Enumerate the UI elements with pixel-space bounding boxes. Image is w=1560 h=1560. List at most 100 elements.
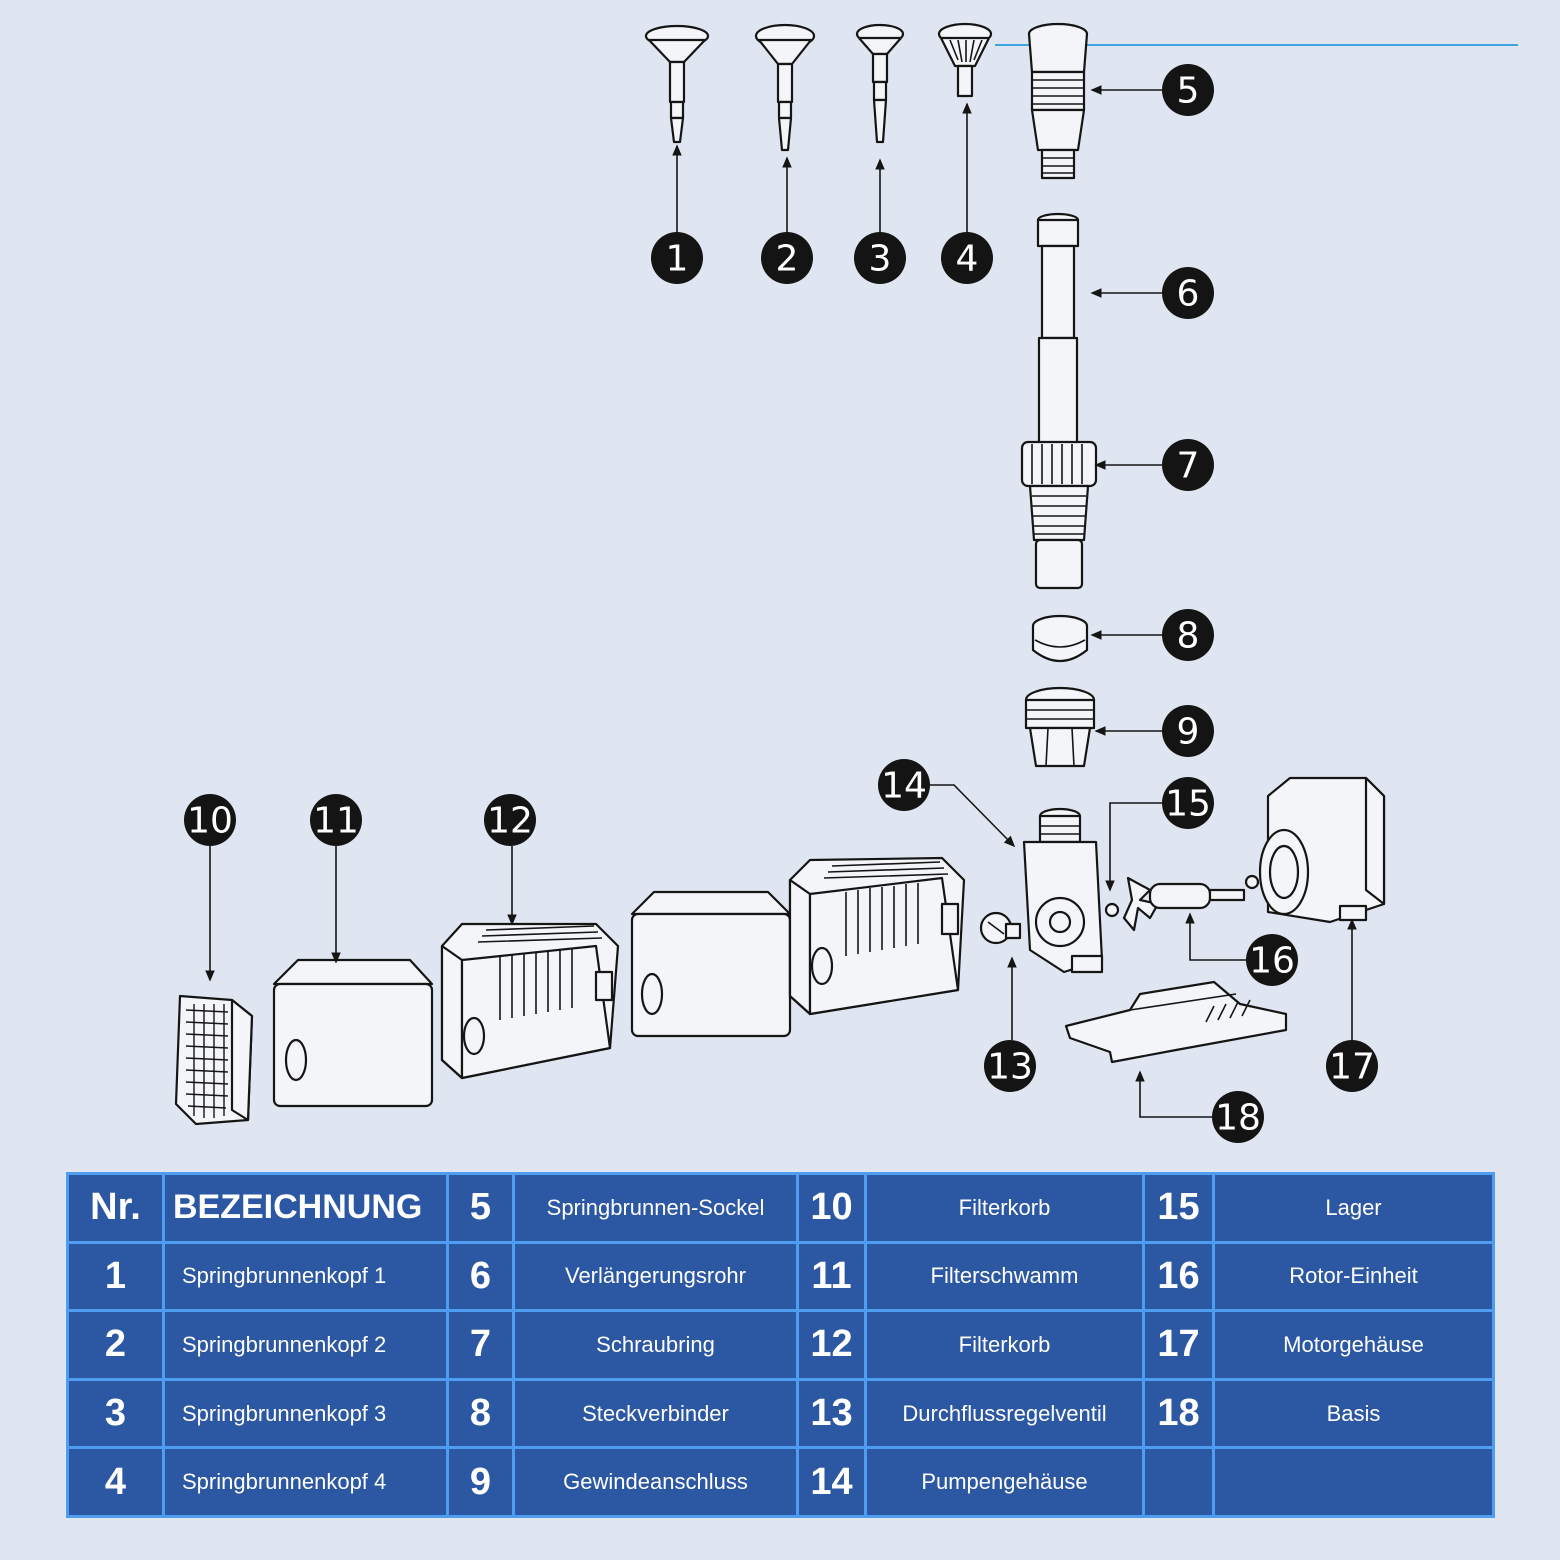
callout-16-label: 16 (1249, 941, 1295, 982)
callout-9: 9 (1162, 705, 1214, 757)
part-number: 18 (1142, 1377, 1215, 1450)
part-number: 7 (446, 1309, 515, 1381)
part-name: Durchflussregelventil (864, 1377, 1145, 1450)
callout-12: 12 (484, 794, 536, 846)
part-16-rotor-unit (1104, 874, 1260, 932)
callout-3-label: 3 (869, 239, 892, 280)
part-number: 6 (446, 1240, 515, 1313)
callout-8: 8 (1162, 609, 1214, 661)
table-row: 2 Springbrunnenkopf 2 7 Schraubring 12 F… (66, 1309, 1495, 1381)
table-row: 1 Springbrunnenkopf 1 6 Verlängerungsroh… (66, 1240, 1495, 1313)
part-5-fountain-socket (1027, 22, 1089, 180)
table-row: 4 Springbrunnenkopf 4 9 Gewindeanschluss… (66, 1446, 1495, 1518)
part-number: 17 (1142, 1309, 1215, 1381)
callout-13: 13 (984, 1040, 1036, 1092)
part-name: Springbrunnenkopf 4 (162, 1446, 449, 1518)
part-number: 3 (66, 1377, 165, 1450)
callout-14-label: 14 (881, 766, 927, 807)
part-name: Gewindeanschluss (512, 1446, 799, 1518)
part-name (1212, 1446, 1495, 1518)
callout-15-label: 15 (1165, 784, 1211, 825)
part-name: Basis (1212, 1377, 1495, 1450)
part-number: 8 (446, 1377, 515, 1450)
callout-5: 5 (1162, 64, 1214, 116)
callout-18-label: 18 (1215, 1098, 1261, 1139)
part-name: Verlängerungsrohr (512, 1240, 799, 1313)
part-10-filter-basket (174, 994, 254, 1126)
callout-16: 16 (1246, 934, 1298, 986)
part-name: Springbrunnenkopf 1 (162, 1240, 449, 1313)
filter-basket-assembled (788, 856, 966, 1016)
part-name: Lager (1212, 1172, 1495, 1244)
part-13-flow-valve (979, 911, 1022, 945)
part-number: 13 (796, 1377, 867, 1450)
callout-4-label: 4 (956, 239, 979, 280)
part-number: 1 (66, 1240, 165, 1313)
exploded-pump-diagram: 1 2 3 4 5 6 7 8 9 10 11 12 13 14 15 16 1… (174, 22, 1518, 1143)
part-name: Motorgehäuse (1212, 1309, 1495, 1381)
part-number (1142, 1446, 1215, 1518)
part-name: Schraubring (512, 1309, 799, 1381)
callout-6-label: 6 (1177, 274, 1200, 315)
part-11-filter-sponge (272, 958, 434, 1108)
part-14-pump-housing (1022, 807, 1104, 974)
part-number: 9 (446, 1446, 515, 1518)
part-name: Pumpengehäuse (864, 1446, 1145, 1518)
table-row: 3 Springbrunnenkopf 3 8 Steckverbinder 1… (66, 1377, 1495, 1450)
callout-11: 11 (310, 794, 362, 846)
callout-15: 15 (1162, 777, 1214, 829)
part-name: Filterkorb (864, 1309, 1145, 1381)
part-6-extension-pipe (1036, 212, 1080, 448)
callout-8-label: 8 (1177, 616, 1200, 657)
fountain-head-2 (754, 23, 816, 152)
callout-13-label: 13 (987, 1047, 1033, 1088)
callout-2-label: 2 (776, 239, 799, 280)
part-number: 5 (446, 1172, 515, 1244)
part-17-motor-housing (1258, 776, 1386, 924)
part-number: 15 (1142, 1172, 1215, 1244)
part-name: Springbrunnen-Sockel (512, 1172, 799, 1244)
part-12-filter-basket (440, 922, 620, 1080)
callout-1-label: 1 (666, 239, 689, 280)
callout-5-label: 5 (1177, 71, 1200, 112)
callout-10: 10 (184, 794, 236, 846)
part-number: 14 (796, 1446, 867, 1518)
part-number: 2 (66, 1309, 165, 1381)
parts-table: Nr. BEZEICHNUNG 5 Springbrunnen-Sockel 1… (66, 1172, 1495, 1518)
table-row: Nr. BEZEICHNUNG 5 Springbrunnen-Sockel 1… (66, 1172, 1495, 1244)
callout-12-label: 12 (487, 801, 533, 842)
part-name: Rotor-Einheit (1212, 1240, 1495, 1313)
part-number: 4 (66, 1446, 165, 1518)
part-name: Filterkorb (864, 1172, 1145, 1244)
leader-lines (205, 85, 1357, 1118)
callout-3: 3 (854, 232, 906, 284)
part-name: Steckverbinder (512, 1377, 799, 1450)
part-number: 10 (796, 1172, 867, 1244)
part-7-screw-ring (1020, 440, 1098, 590)
callout-1: 1 (651, 232, 703, 284)
callout-14: 14 (878, 759, 930, 811)
part-number: 12 (796, 1309, 867, 1381)
part-8-plug-connector (1031, 614, 1089, 662)
part-number: 11 (796, 1240, 867, 1313)
part-name: Filterschwamm (864, 1240, 1145, 1313)
callout-4: 4 (941, 232, 993, 284)
callout-6: 6 (1162, 267, 1214, 319)
part-number: 16 (1142, 1240, 1215, 1313)
callout-9-label: 9 (1177, 712, 1200, 753)
callout-17-label: 17 (1329, 1047, 1375, 1088)
callout-10-label: 10 (187, 801, 233, 842)
callout-2: 2 (761, 232, 813, 284)
fountain-head-1 (644, 24, 710, 144)
fountain-head-4 (937, 22, 993, 98)
fountain-head-3 (855, 23, 905, 144)
part-18-base (1064, 980, 1288, 1064)
part-name: Springbrunnenkopf 2 (162, 1309, 449, 1381)
callout-17: 17 (1326, 1040, 1378, 1092)
part-9-threaded-connector (1024, 686, 1096, 768)
callout-11-label: 11 (313, 801, 359, 842)
callout-7-label: 7 (1177, 446, 1200, 487)
filter-sponge-assembled (630, 890, 792, 1038)
header-bezeichnung: BEZEICHNUNG (162, 1172, 449, 1244)
part-name: Springbrunnenkopf 3 (162, 1377, 449, 1450)
